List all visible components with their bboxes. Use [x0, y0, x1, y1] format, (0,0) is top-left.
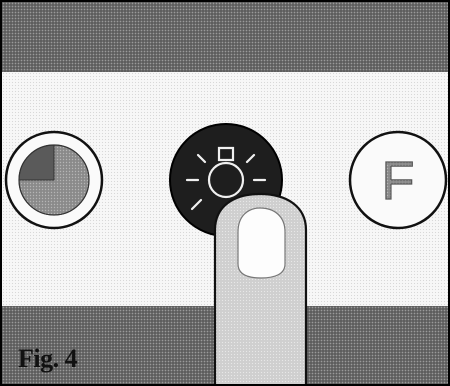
fingernail	[238, 208, 285, 278]
pie-chart-button[interactable]	[6, 132, 102, 228]
letter-f-glyph: F	[382, 151, 415, 211]
figure-label: Fig. 4	[18, 344, 77, 374]
pie-chart-icon	[19, 145, 89, 215]
finger	[215, 194, 306, 386]
f-button[interactable]: F	[350, 132, 446, 228]
letter-f-icon: F	[382, 151, 415, 211]
